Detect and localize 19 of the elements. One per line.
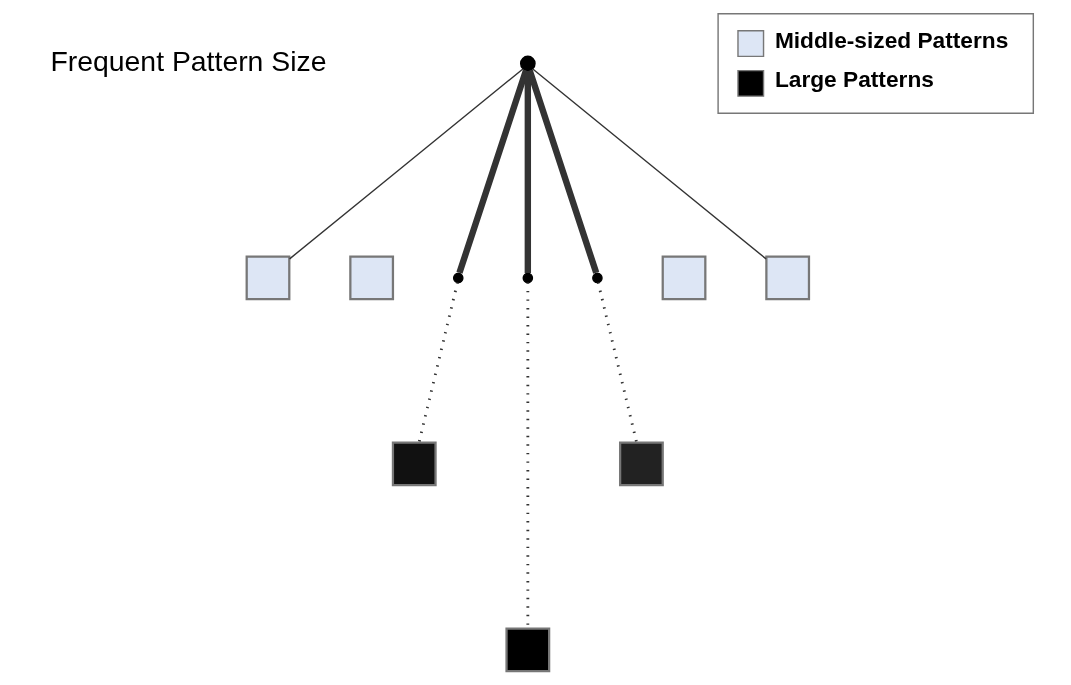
legend-label: Middle-sized Patterns xyxy=(774,26,1008,53)
node-box xyxy=(504,627,550,673)
node-box xyxy=(764,255,810,301)
node-circle xyxy=(519,55,536,72)
node-box xyxy=(618,441,664,487)
node-box xyxy=(391,441,437,487)
node-circle xyxy=(452,272,464,284)
label: Frequent Pattern Size xyxy=(49,44,326,77)
connector xyxy=(526,69,599,274)
node-box xyxy=(245,255,290,301)
node-circle xyxy=(522,272,533,284)
connector xyxy=(417,282,459,443)
connector xyxy=(288,68,524,260)
legend-label: Large Patterns xyxy=(774,66,934,93)
connector xyxy=(455,69,529,274)
node-box xyxy=(348,255,394,301)
node-circle xyxy=(591,272,603,284)
node-box xyxy=(661,255,706,301)
connector xyxy=(596,282,638,443)
